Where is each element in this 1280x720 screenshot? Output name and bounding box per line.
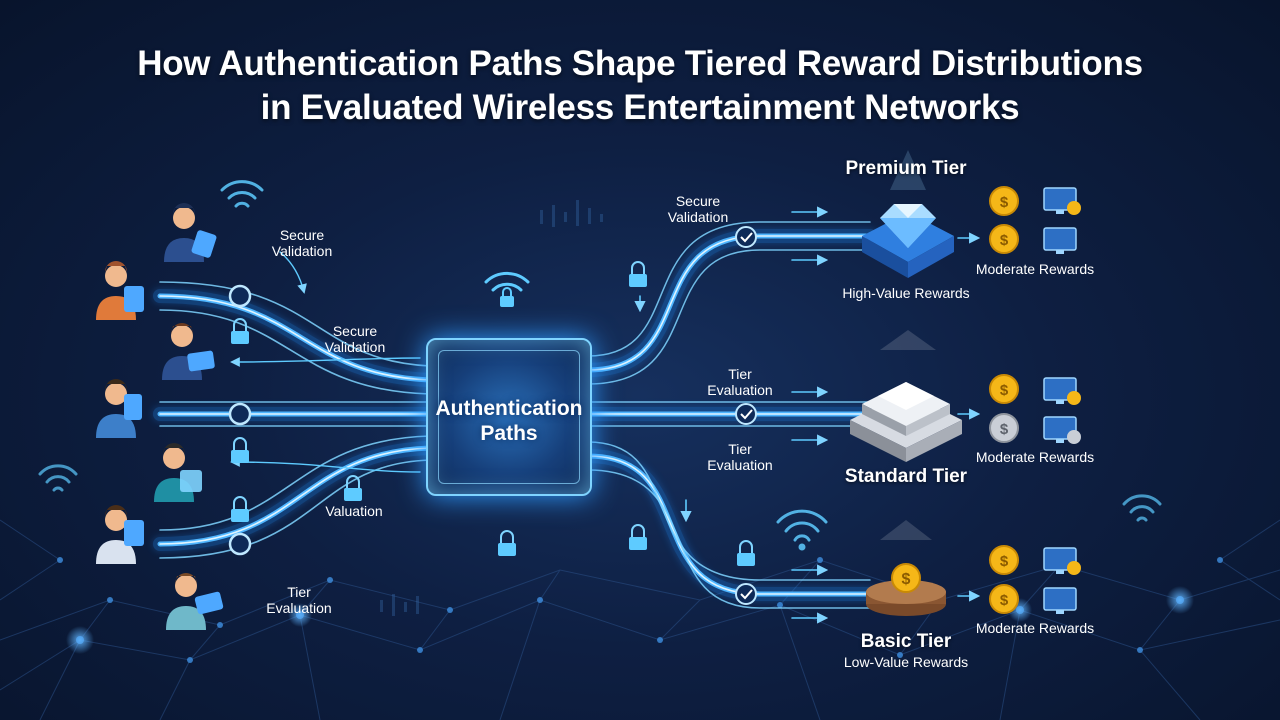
basic-stack-icon: $ xyxy=(866,520,946,616)
wifi-icon xyxy=(776,509,828,551)
label-secure-validation-left-top: Secure Validation xyxy=(272,227,332,259)
lock-icon xyxy=(629,261,647,287)
svg-text:$: $ xyxy=(1000,592,1009,609)
lock-icons xyxy=(231,261,755,566)
hub-label-line-1: Authentication xyxy=(435,397,583,420)
hub-chip-frame xyxy=(438,350,580,484)
standard-block-icon xyxy=(850,330,962,462)
wifi-icon xyxy=(220,180,264,208)
svg-text:$: $ xyxy=(1000,194,1009,211)
lock-icon xyxy=(344,475,362,501)
path-nodes xyxy=(228,226,757,605)
premium-tier-subtitle: High-Value Rewards xyxy=(842,285,970,301)
label-line: Evaluation xyxy=(266,600,332,616)
label-line: Tier xyxy=(287,584,311,600)
lock-icon xyxy=(231,437,249,463)
monitor-coin-icon xyxy=(1043,377,1081,405)
lock-icon xyxy=(231,318,249,344)
wifi-lock-icon xyxy=(484,271,530,307)
gold-coin-icon: $ xyxy=(989,224,1019,254)
label-line: Secure xyxy=(332,323,378,339)
label-line: Evaluation xyxy=(707,457,773,473)
users xyxy=(96,203,224,630)
svg-text:$: $ xyxy=(902,571,911,588)
hub-label: Authentication Paths xyxy=(428,396,590,446)
monitor-coin-icon xyxy=(1043,547,1081,575)
label-secure-validation-right: Secure Validation xyxy=(668,193,728,225)
reward-icons: $ $ $ $ $ $ xyxy=(989,186,1081,614)
basic-reward-label: Moderate Rewards xyxy=(975,620,1095,636)
check-icon-bottom xyxy=(735,583,757,605)
lock-icon xyxy=(231,496,249,522)
label-line: Validation xyxy=(667,209,729,225)
node-left-middle xyxy=(228,402,252,426)
label-line: Secure xyxy=(675,193,721,209)
wifi-icon xyxy=(38,464,78,492)
premium-tier-title: Premium Tier xyxy=(845,158,967,179)
standard-reward-label: Moderate Rewards xyxy=(975,449,1095,465)
svg-text:$: $ xyxy=(1000,382,1009,399)
right-paths xyxy=(581,206,981,624)
gold-coin-icon: $ xyxy=(989,374,1019,404)
lock-icon xyxy=(629,524,647,550)
label-line: Tier xyxy=(728,441,752,457)
label-secure-validation-left-middle: Secure Validation xyxy=(325,323,385,355)
wifi-icons xyxy=(38,180,1162,551)
node-left-bottom xyxy=(228,532,252,556)
monitor-coin-icon xyxy=(1043,416,1081,444)
monitor-icon xyxy=(1043,227,1077,254)
label-line: Secure xyxy=(279,227,325,243)
label-line: Tier xyxy=(728,366,752,382)
lock-icon xyxy=(737,540,755,566)
node-left-top xyxy=(228,284,252,308)
standard-tier-title: Standard Tier xyxy=(844,466,968,487)
user-tablet-icon xyxy=(154,443,202,502)
svg-text:$: $ xyxy=(1000,553,1009,570)
label-tier-evaluation-right-bottom: Tier Evaluation xyxy=(707,441,772,473)
label-line: Evaluation xyxy=(707,382,773,398)
premium-diamond-icon xyxy=(862,150,954,278)
label-tier-evaluation-right-top: Tier Evaluation xyxy=(707,366,772,398)
label-line: Validation xyxy=(271,243,333,259)
svg-text:$: $ xyxy=(1000,232,1009,249)
title-line-2: in Evaluated Wireless Entertainment Netw… xyxy=(260,88,1020,127)
monitor-icon xyxy=(1043,587,1077,614)
label-tier-evaluation-left: Tier Evaluation xyxy=(266,584,331,616)
silver-coin-icon: $ xyxy=(989,413,1019,443)
lock-icon xyxy=(498,530,516,556)
label-valuation: Valuation xyxy=(325,503,383,519)
gold-coin-icon: $ xyxy=(989,186,1019,216)
authentication-hub: Authentication Paths xyxy=(426,338,592,496)
user-tablet-icon xyxy=(164,203,217,262)
user-tablet-icon xyxy=(166,573,224,630)
gold-coin-icon: $ xyxy=(989,545,1019,575)
check-icon-top xyxy=(735,226,757,248)
user-tablet-icon xyxy=(162,323,215,380)
left-paths xyxy=(153,251,437,559)
premium-reward-label: Moderate Rewards xyxy=(975,261,1095,277)
check-icon-middle xyxy=(735,403,757,425)
label-line: Validation xyxy=(324,339,386,355)
user-tablet-icon xyxy=(96,261,144,320)
hub-label-line-2: Paths xyxy=(480,422,538,445)
svg-text:$: $ xyxy=(1000,421,1009,438)
user-tablet-icon xyxy=(96,505,144,564)
monitor-coin-icon xyxy=(1043,187,1081,215)
title-line-1: How Authentication Paths Shape Tiered Re… xyxy=(137,44,1143,83)
user-tablet-icon xyxy=(96,379,142,438)
basic-tier-title: Basic Tier xyxy=(860,631,952,652)
basic-tier-subtitle: Low-Value Rewards xyxy=(843,654,969,670)
gold-coin-icon: $ xyxy=(989,584,1019,614)
wifi-icon xyxy=(1122,494,1162,522)
